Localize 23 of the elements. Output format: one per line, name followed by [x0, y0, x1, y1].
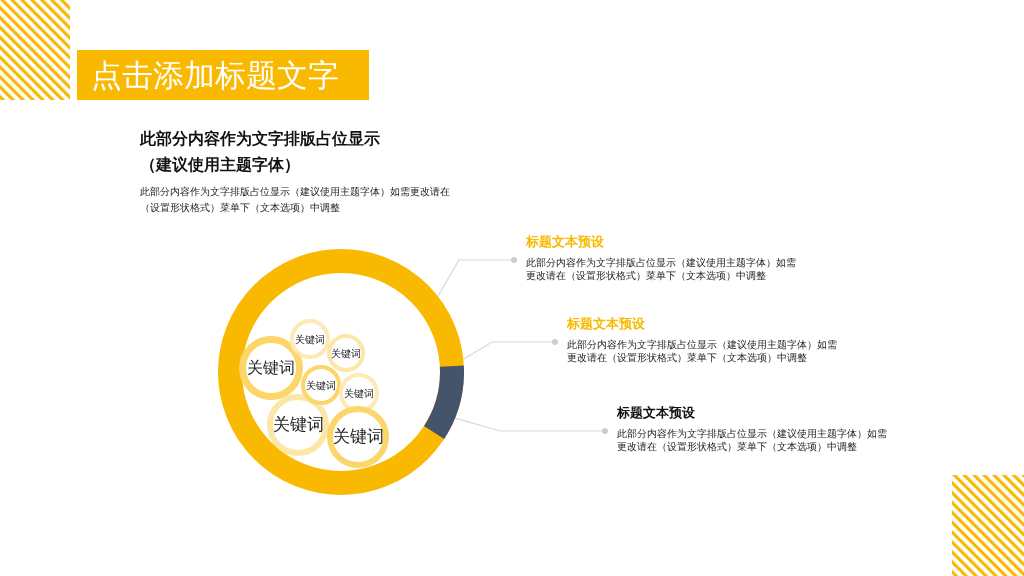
keyword: 关键词 — [272, 413, 324, 437]
item-heading: 标题文本预设 — [617, 404, 696, 422]
keyword: 关键词 — [306, 378, 336, 393]
keyword-bubble — [327, 334, 365, 372]
keyword: 关键词 — [247, 357, 295, 379]
keyword: 关键词 — [344, 386, 374, 401]
keyword: 关键词 — [295, 332, 325, 347]
body-text: 此部分内容作为文字排版占位显示（建议使用主题字体）如需更改请在（设置形状格式）菜单下（文本选项）中调整 — [140, 185, 451, 215]
heading: 此部分内容作为文字排版占位显示（建议使用主题字体） — [140, 129, 381, 176]
item-text: 此部分内容作为文字排版占位显示（建议使用主题字体）如需更改请在（设置形状格式）菜单下（文本选项）中调整 — [567, 338, 838, 364]
title: 点击添加标题文字 — [77, 50, 369, 100]
keyword-bubble — [301, 365, 341, 405]
leader-line — [462, 339, 558, 360]
item-text: 此部分内容作为文字排版占位显示（建议使用主题字体）如需更改请在（设置形状格式）菜单下（文本选项）中调整 — [617, 427, 888, 453]
leader-line — [454, 417, 608, 434]
item-text: 此部分内容作为文字排版占位显示（建议使用主题字体）如需更改请在（设置形状格式）菜单下（文本选项）中调整 — [526, 256, 797, 282]
item-heading: 标题文本预设 — [526, 233, 605, 251]
leader-line — [437, 257, 517, 297]
keyword-bubble — [290, 319, 330, 359]
item-heading: 标题文本预设 — [567, 315, 646, 333]
keyword-bubble — [327, 406, 389, 468]
keyword: 关键词 — [332, 425, 384, 449]
keyword: 关键词 — [331, 346, 361, 361]
